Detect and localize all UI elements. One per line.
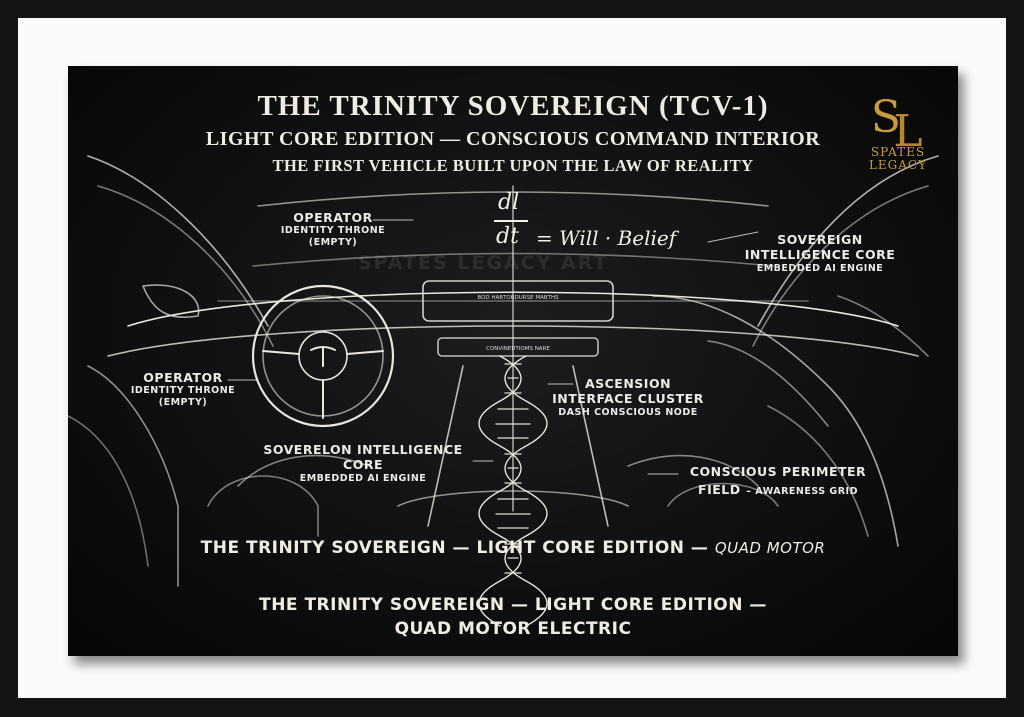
label-soverelon-line1: SOVERELON INTELLIGENCE xyxy=(263,442,463,457)
label-sovereign-core-line1: SOVEREIGN xyxy=(777,232,863,247)
bottom-caption-2: THE TRINITY SOVEREIGN — LIGHT CORE EDITI… xyxy=(68,594,958,642)
label-perimeter: CONSCIOUS PERIMETER FIELD – AWARENESS GR… xyxy=(678,464,878,499)
poster-title: THE TRINITY SOVEREIGN (TCV-1) xyxy=(257,90,769,122)
poster-tagline: THE FIRST VEHICLE BUILT UPON THE LAW OF … xyxy=(272,156,754,175)
formula-rhs: = Will · Belief xyxy=(536,226,677,250)
label-sovereign-core: SOVEREIGN INTELLIGENCE CORE EMBEDDED AI … xyxy=(730,232,910,274)
label-ascension-line1: ASCENSION xyxy=(584,376,672,391)
bottom-caption-1: THE TRINITY SOVEREIGN — LIGHT CORE EDITI… xyxy=(68,538,958,558)
blueprint-poster: BOD HABTOBDURSE MABTHS CONVINEUTIOMS NAR… xyxy=(68,66,958,656)
label-operator-left-line2: IDENTITY THRONE xyxy=(130,385,236,397)
label-ascension: ASCENSION INTERFACE CLUSTER DASH CONSCIO… xyxy=(538,376,718,418)
label-sovereign-core-line3: EMBEDDED AI ENGINE xyxy=(756,262,884,274)
label-soverelon: SOVERELON INTELLIGENCE CORE EMBEDDED AI … xyxy=(258,442,468,484)
label-operator-top: OPERATOR IDENTITY THRONE (EMPTY) xyxy=(268,210,398,248)
bottom-caption-2-line2: QUAD MOTOR ELECTRIC xyxy=(394,618,632,639)
label-ascension-line2: INTERFACE CLUSTER xyxy=(552,391,704,407)
label-ascension-line3: DASH CONSCIOUS NODE xyxy=(558,406,698,418)
label-operator-top-title: OPERATOR xyxy=(293,210,373,225)
svg-text:CONVINEUTIOMS NARE: CONVINEUTIOMS NARE xyxy=(486,346,550,352)
car-interior-sketch: BOD HABTOBDURSE MABTHS CONVINEUTIOMS NAR… xyxy=(68,155,939,627)
spates-legacy-logo-icon: S L xyxy=(871,92,923,157)
logo-line-1: SPATES xyxy=(870,145,926,159)
poster-subtitle: LIGHT CORE EDITION — CONSCIOUS COMMAND I… xyxy=(205,128,821,150)
svg-text:S: S xyxy=(871,92,901,143)
label-perimeter-line2: FIELD xyxy=(698,482,741,498)
logo-wordmark: SPATES LEGACY xyxy=(848,146,948,171)
label-perimeter-line1: CONSCIOUS PERIMETER xyxy=(689,464,867,479)
svg-text:L: L xyxy=(893,106,922,157)
bottom-caption-2-line1: THE TRINITY SOVEREIGN — LIGHT CORE EDITI… xyxy=(259,595,767,615)
bottom-caption-1-main: THE TRINITY SOVEREIGN — LIGHT CORE EDITI… xyxy=(200,538,709,558)
label-operator-left-line3: (EMPTY) xyxy=(158,396,208,408)
label-soverelon-line3: EMBEDDED AI ENGINE xyxy=(299,472,427,484)
formula-denominator: dt xyxy=(496,224,519,249)
label-soverelon-line2: CORE xyxy=(343,457,383,473)
fraction-bar xyxy=(494,220,528,222)
label-operator-top-line3: (EMPTY) xyxy=(308,236,358,248)
label-operator-left: OPERATOR IDENTITY THRONE (EMPTY) xyxy=(118,370,248,408)
bottom-caption-1-italic: QUAD MOTOR xyxy=(714,539,826,557)
logo-line-2: LEGACY xyxy=(868,157,928,172)
watermark: SPATES LEGACY ART xyxy=(358,252,609,274)
label-perimeter-suffix: – AWARENESS GRID xyxy=(746,486,858,498)
label-sovereign-core-line2: INTELLIGENCE CORE xyxy=(744,247,896,263)
label-operator-top-line2: IDENTITY THRONE xyxy=(280,225,386,237)
formula-numerator: dl xyxy=(498,190,520,215)
svg-text:BOD HABTOBDURSE MABTHS: BOD HABTOBDURSE MABTHS xyxy=(477,295,559,301)
label-operator-left-title: OPERATOR xyxy=(143,370,223,385)
